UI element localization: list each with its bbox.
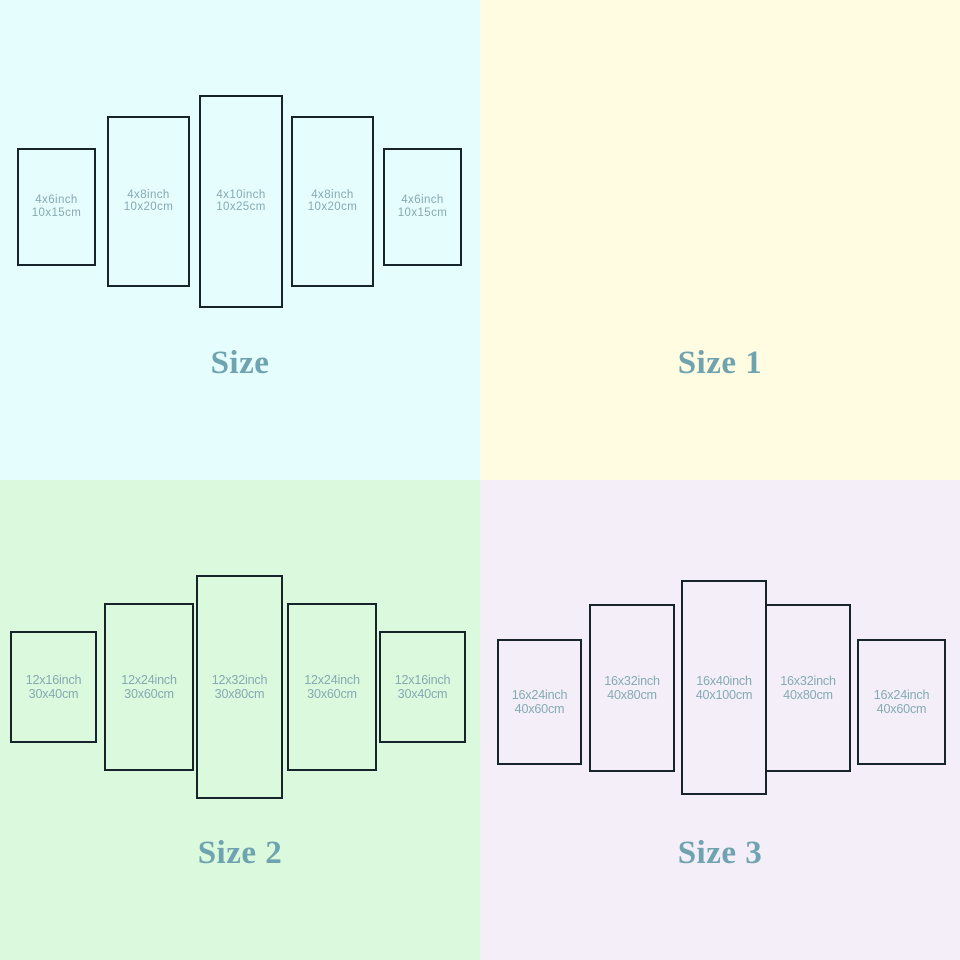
- quadrant-size: 4x6inch 10x15cm 4x8inch 10x20cm 4x10inch…: [0, 0, 480, 480]
- quadrant-size-3: 16x24inch 40x60cm 16x32inch 40x80cm 16x4…: [480, 480, 960, 960]
- panel-1-label: 4x6inch 10x15cm: [19, 194, 94, 220]
- panel-3-label: 4x10inch 10x25cm: [201, 189, 281, 215]
- panel-1-inch: 12x16inch: [25, 672, 82, 687]
- panel-4-inch: 4x8inch: [311, 188, 354, 201]
- quadrant-size-2: 12x16inch 30x40cm 12x24inch 30x60cm 12x3…: [0, 480, 480, 960]
- panel-5: 16x24inch 40x60cm: [857, 639, 946, 765]
- panel-4-inch: 12x24inch: [304, 672, 360, 687]
- panel-4-cm: 10x20cm: [307, 201, 358, 214]
- panel-5-inch: 12x16inch: [394, 672, 451, 687]
- panel-1-inch: 16x24inch: [511, 687, 568, 702]
- panel-group-size-2: 12x16inch 30x40cm 12x24inch 30x60cm 12x3…: [0, 480, 480, 960]
- panel-2-inch: 4x8inch: [127, 188, 170, 201]
- panel-3-cm: 40x100cm: [695, 687, 753, 702]
- panel-3: 12x32inch 30x80cm: [196, 575, 283, 799]
- panel-2: 12x24inch 30x60cm: [104, 603, 194, 771]
- panel-1-cm: 40x60cm: [514, 702, 565, 716]
- quadrant-size-1: 8x14inch 20x35cm 8x18inch 20x45cm 8x22in…: [480, 0, 960, 480]
- panel-2: 16x32inch 40x80cm: [589, 604, 675, 772]
- panel-1-cm: 30x40cm: [28, 687, 79, 701]
- panel-5: 12x16inch 30x40cm: [379, 631, 466, 743]
- panel-3: 16x40inch 40x100cm: [681, 580, 767, 795]
- panel-3-inch: 4x10inch: [216, 188, 266, 201]
- panel-3-inch: 16x40inch: [696, 673, 752, 688]
- panel-group-size: 4x6inch 10x15cm 4x8inch 10x20cm 4x10inch…: [0, 0, 480, 480]
- panel-4-cm: 30x60cm: [307, 687, 357, 701]
- panel-1-label: 16x24inch 40x60cm: [499, 688, 580, 716]
- panel-group-size-1: 8x14inch 20x35cm 8x18inch 20x45cm 8x22in…: [480, 0, 960, 480]
- panel-2-label: 16x32inch 40x80cm: [591, 674, 673, 702]
- panel-4-cm: 40x80cm: [783, 688, 833, 702]
- panel-2-cm: 10x20cm: [123, 201, 174, 214]
- quadrant-title-size: Size: [210, 345, 270, 381]
- quadrant-title-size-2: Size 2: [197, 835, 283, 871]
- panel-4: 4x8inch 10x20cm: [291, 116, 374, 287]
- panel-2-label: 12x24inch 30x60cm: [106, 673, 192, 701]
- panel-5-label: 12x16inch 30x40cm: [381, 673, 464, 701]
- panel-3-cm: 30x80cm: [214, 687, 265, 701]
- panel-3-inch: 12x32inch: [211, 672, 268, 687]
- panel-5: 4x6inch 10x15cm: [383, 148, 462, 266]
- panel-2-inch: 16x32inch: [604, 673, 660, 688]
- panel-5-cm: 10x15cm: [397, 207, 448, 219]
- panel-1-cm: 10x15cm: [31, 207, 82, 219]
- panel-3-cm: 10x25cm: [216, 201, 266, 214]
- panel-4-label: 12x24inch 30x60cm: [289, 673, 375, 701]
- panel-1: 4x6inch 10x15cm: [17, 148, 96, 266]
- quadrant-title-size-3: Size 3: [677, 835, 763, 871]
- quadrant-title-size-1: Size 1: [677, 345, 763, 381]
- panel-4: 16x32inch 40x80cm: [765, 604, 851, 772]
- panel-2-label: 4x8inch 10x20cm: [109, 189, 188, 215]
- panel-5-cm: 40x60cm: [876, 702, 927, 716]
- panel-3-label: 16x40inch 40x100cm: [683, 673, 765, 701]
- panel-5-label: 16x24inch 40x60cm: [859, 688, 944, 716]
- panel-2-cm: 40x80cm: [607, 688, 657, 702]
- panel-4: 12x24inch 30x60cm: [287, 603, 377, 771]
- panel-2-inch: 12x24inch: [121, 672, 177, 687]
- panel-5-label: 4x6inch 10x15cm: [385, 194, 460, 220]
- panel-4-label: 16x32inch 40x80cm: [767, 674, 849, 702]
- panel-3: 4x10inch 10x25cm: [199, 95, 283, 308]
- panel-2: 4x8inch 10x20cm: [107, 116, 190, 287]
- panel-1: 12x16inch 30x40cm: [10, 631, 97, 743]
- panel-5-inch: 4x6inch: [401, 194, 444, 207]
- panel-1-inch: 4x6inch: [35, 194, 78, 207]
- panel-4-label: 4x8inch 10x20cm: [293, 189, 372, 215]
- panel-group-size-3: 16x24inch 40x60cm 16x32inch 40x80cm 16x4…: [480, 480, 960, 960]
- panel-5-cm: 30x40cm: [397, 687, 448, 701]
- panel-1: 16x24inch 40x60cm: [497, 639, 582, 765]
- panel-2-cm: 30x60cm: [124, 687, 174, 701]
- panel-4-inch: 16x32inch: [780, 673, 836, 688]
- panel-3-label: 12x32inch 30x80cm: [198, 673, 281, 701]
- panel-1-label: 12x16inch 30x40cm: [12, 673, 95, 701]
- panel-5-inch: 16x24inch: [873, 687, 930, 702]
